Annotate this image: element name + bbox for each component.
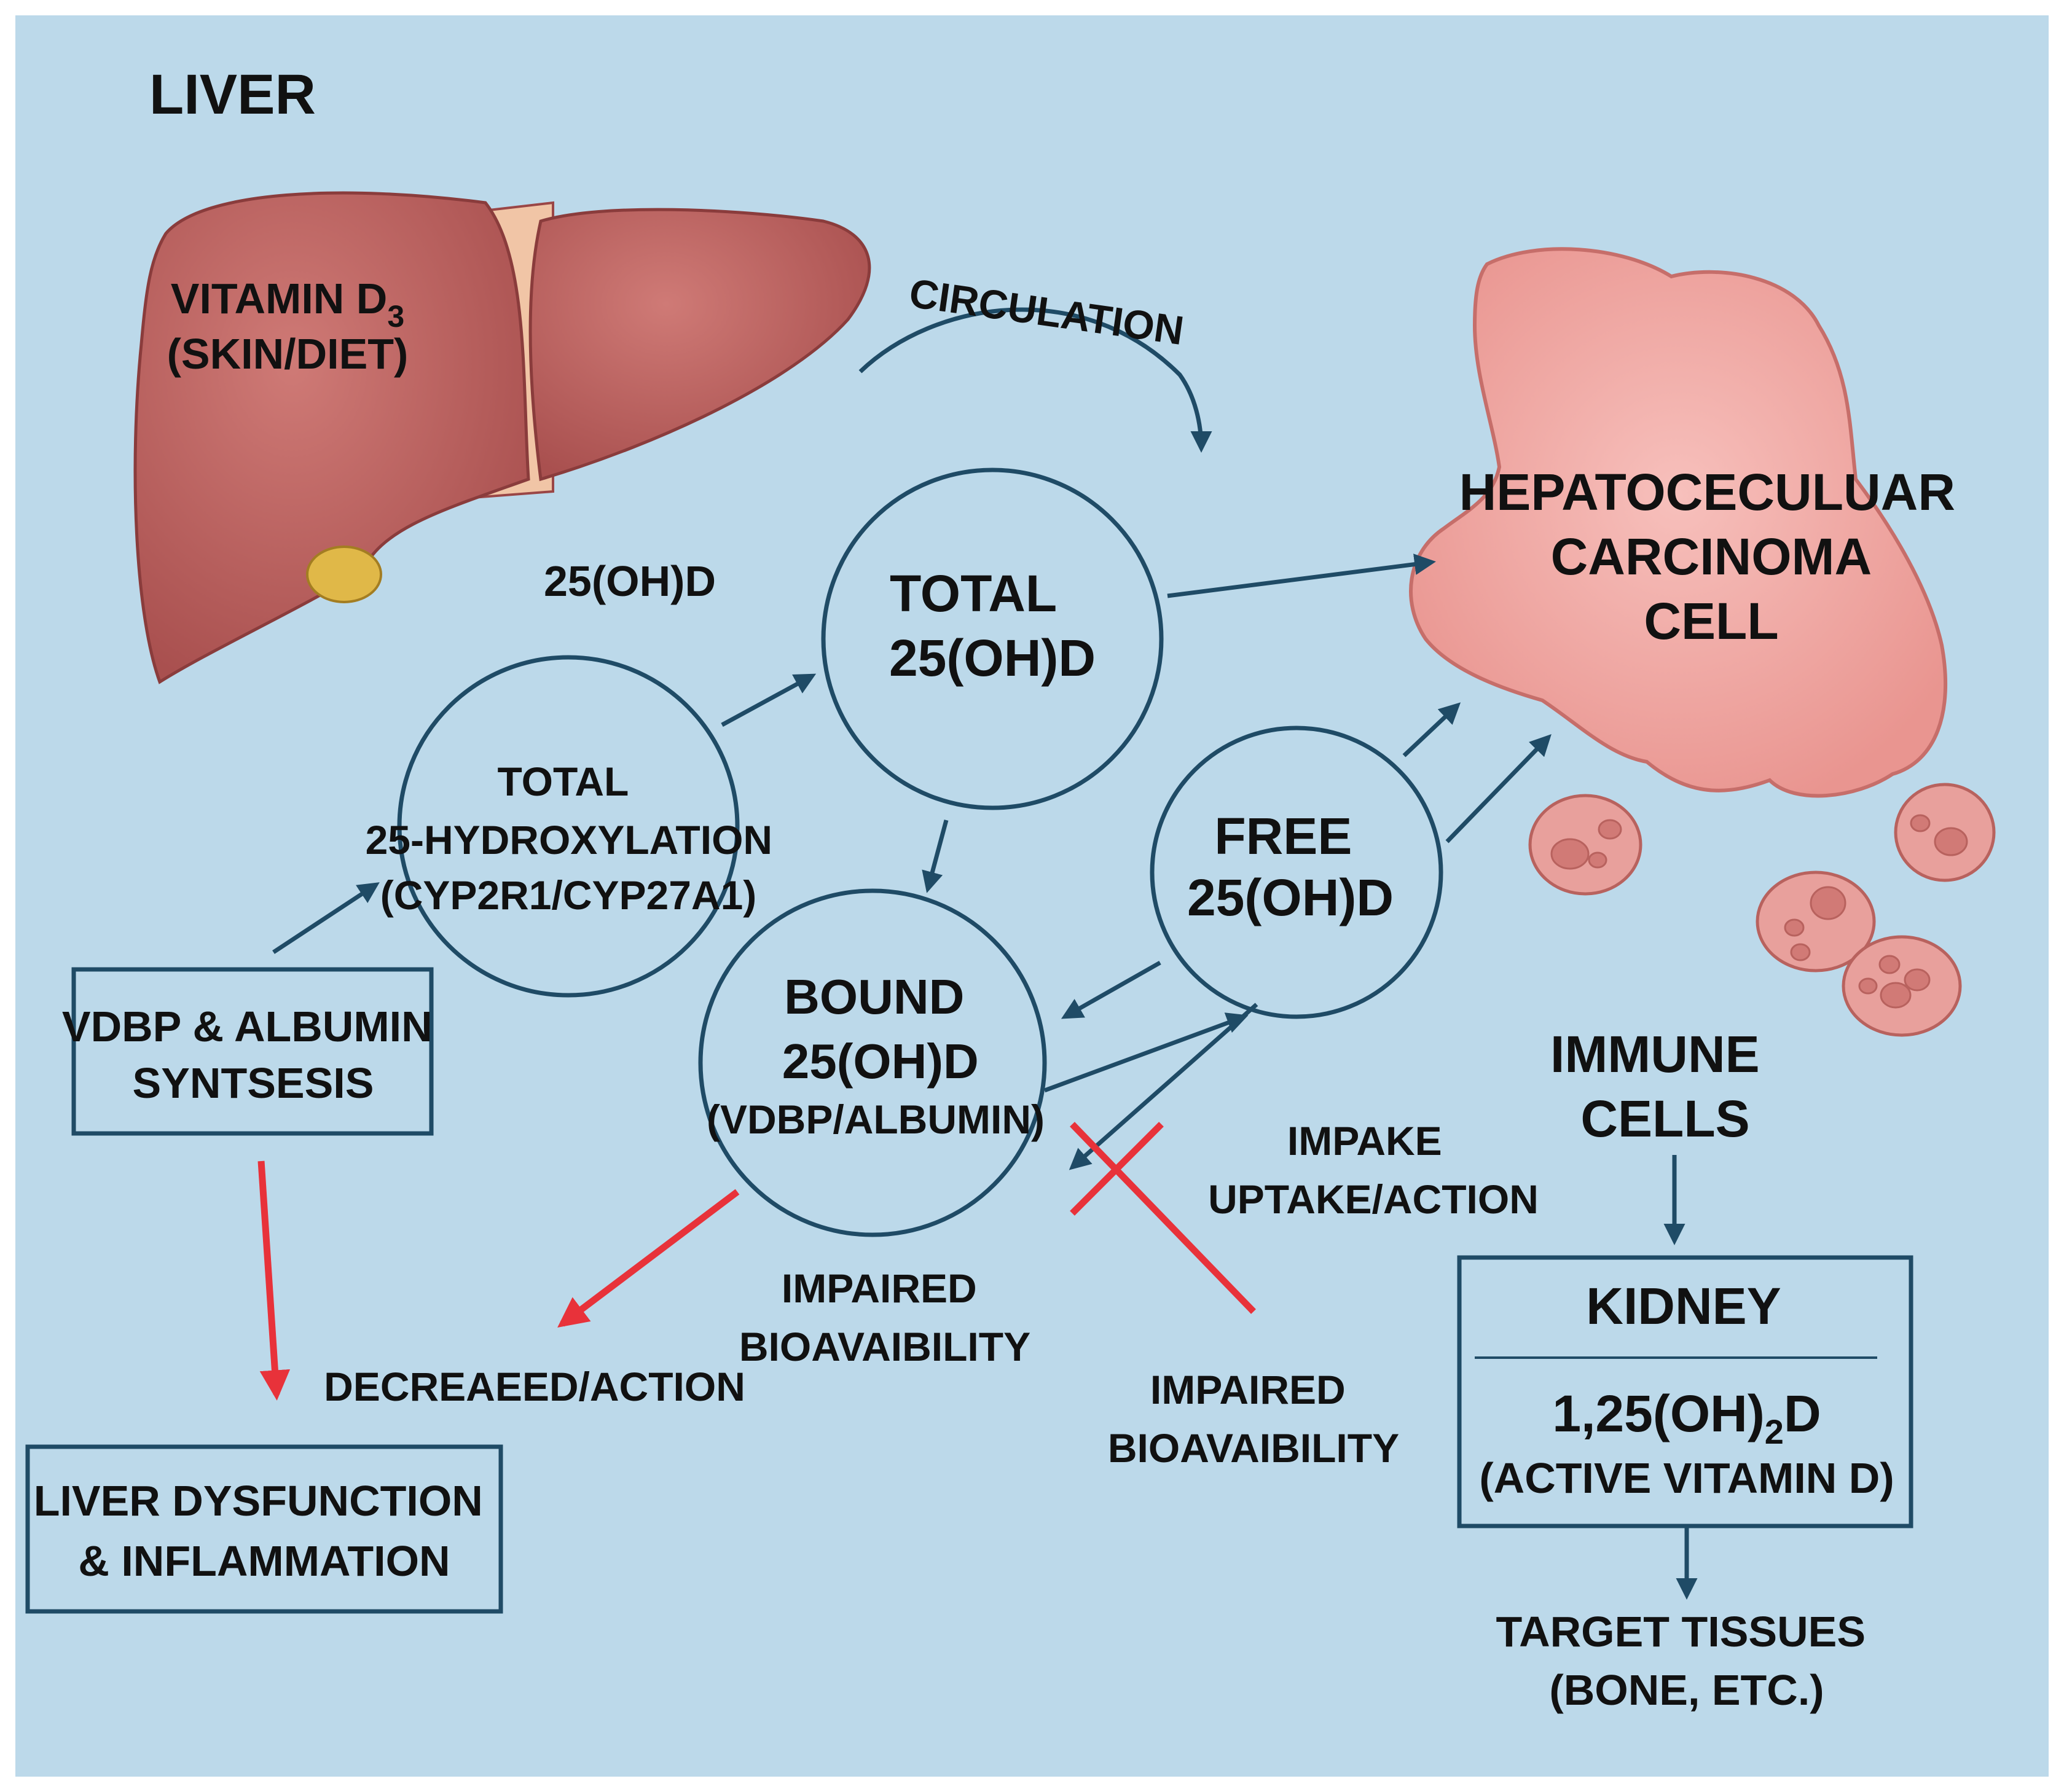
impaired-bioavailability-right: IMPAIRED BIOAVAIBILITY	[1108, 1367, 1399, 1471]
uptake-action-label: IMPAKE UPTAKE/ACTION	[1208, 1118, 1539, 1222]
immune-cells-label: IMMUNE CELLS	[1550, 1025, 1774, 1148]
free-25ohd-label: FREE 25(OH)D	[1187, 807, 1394, 926]
node-free-25ohd	[1150, 726, 1443, 1019]
node-bound-25ohd	[698, 888, 1047, 1237]
decreased-action-label: DECREAEED/ACTION	[324, 1364, 745, 1409]
kidney-box	[1457, 1255, 1913, 1528]
hydroxylation-label: TOTAL 25-HYDROXYLATION (CYP2R1/CYP27A1)	[366, 759, 784, 918]
target-tissues-label: TARGET TISSUES (BONE, ETC.)	[1496, 1608, 1878, 1714]
inhibition-arrows	[257, 1122, 1256, 1401]
arrow-free-to-hcc-upper	[1402, 702, 1461, 757]
liver-dysfunction-box	[25, 1444, 503, 1614]
vdbp-albumin-label: VDBP & ALBUMIN SYNTSESIS	[62, 1003, 444, 1107]
kidney-note: (ACTIVE VITAMIN D)	[1479, 1454, 1894, 1502]
vdbp-albumin-box	[71, 967, 434, 1136]
impaired-bioavailability-mid: IMPAIRED BIOAVAIBILITY	[739, 1266, 1030, 1369]
arrow-vdbp-to-dysfunction	[257, 1160, 291, 1401]
arrow-bound-to-free	[1043, 1012, 1249, 1093]
gallbladder	[306, 546, 382, 603]
liver-left-lobe	[528, 208, 871, 482]
arrow-hydroxylation-to-total	[721, 673, 817, 727]
bound-25ohd-label: BOUND 25(OH)D (VDBP/ALBUMIN)	[707, 969, 1045, 1142]
flow-arrows	[272, 554, 1698, 1600]
title-liver: LIVER	[149, 63, 316, 126]
arrow-free-to-hcc-lower	[1445, 734, 1552, 843]
arrow-vdbp-to-hydroxylation	[272, 882, 380, 954]
arrow-bound-to-decreased	[557, 1189, 740, 1328]
skin-diet-label: (SKIN/DIET)	[167, 330, 409, 378]
hcc-label: HEPATOCECULUAR CARCINOMA CELL	[1459, 463, 1970, 650]
kidney-formula: 1,25(OH)2D	[1552, 1385, 1821, 1451]
node-hydroxylation	[397, 655, 740, 998]
ohd-label: 25(OH)D	[544, 557, 716, 605]
hcc-tumor	[1409, 247, 1947, 798]
tumor-cell-cluster	[1528, 783, 1996, 1037]
arrow-free-to-bound	[1061, 960, 1161, 1019]
node-total-25ohd	[821, 468, 1164, 810]
liver-dysfunction-label: LIVER DYSFUNCTION & INFLAMMATION	[34, 1477, 495, 1585]
vitamin-d3-label: VITAMIN D3	[171, 275, 404, 334]
blocked-cross-stroke-1	[1070, 1122, 1256, 1314]
liver-illustration	[133, 191, 871, 684]
total-25ohd-label: TOTAL 25(OH)D	[889, 565, 1096, 687]
arrow-total-to-hcc	[1167, 554, 1436, 598]
kidney-title: KIDNEY	[1586, 1277, 1781, 1335]
arrow-free-to-bound-lower	[1069, 1003, 1258, 1170]
arrow-total-to-bound	[922, 820, 949, 893]
circulation-arrow	[858, 307, 1212, 453]
blocked-cross-stroke-2	[1070, 1122, 1164, 1216]
